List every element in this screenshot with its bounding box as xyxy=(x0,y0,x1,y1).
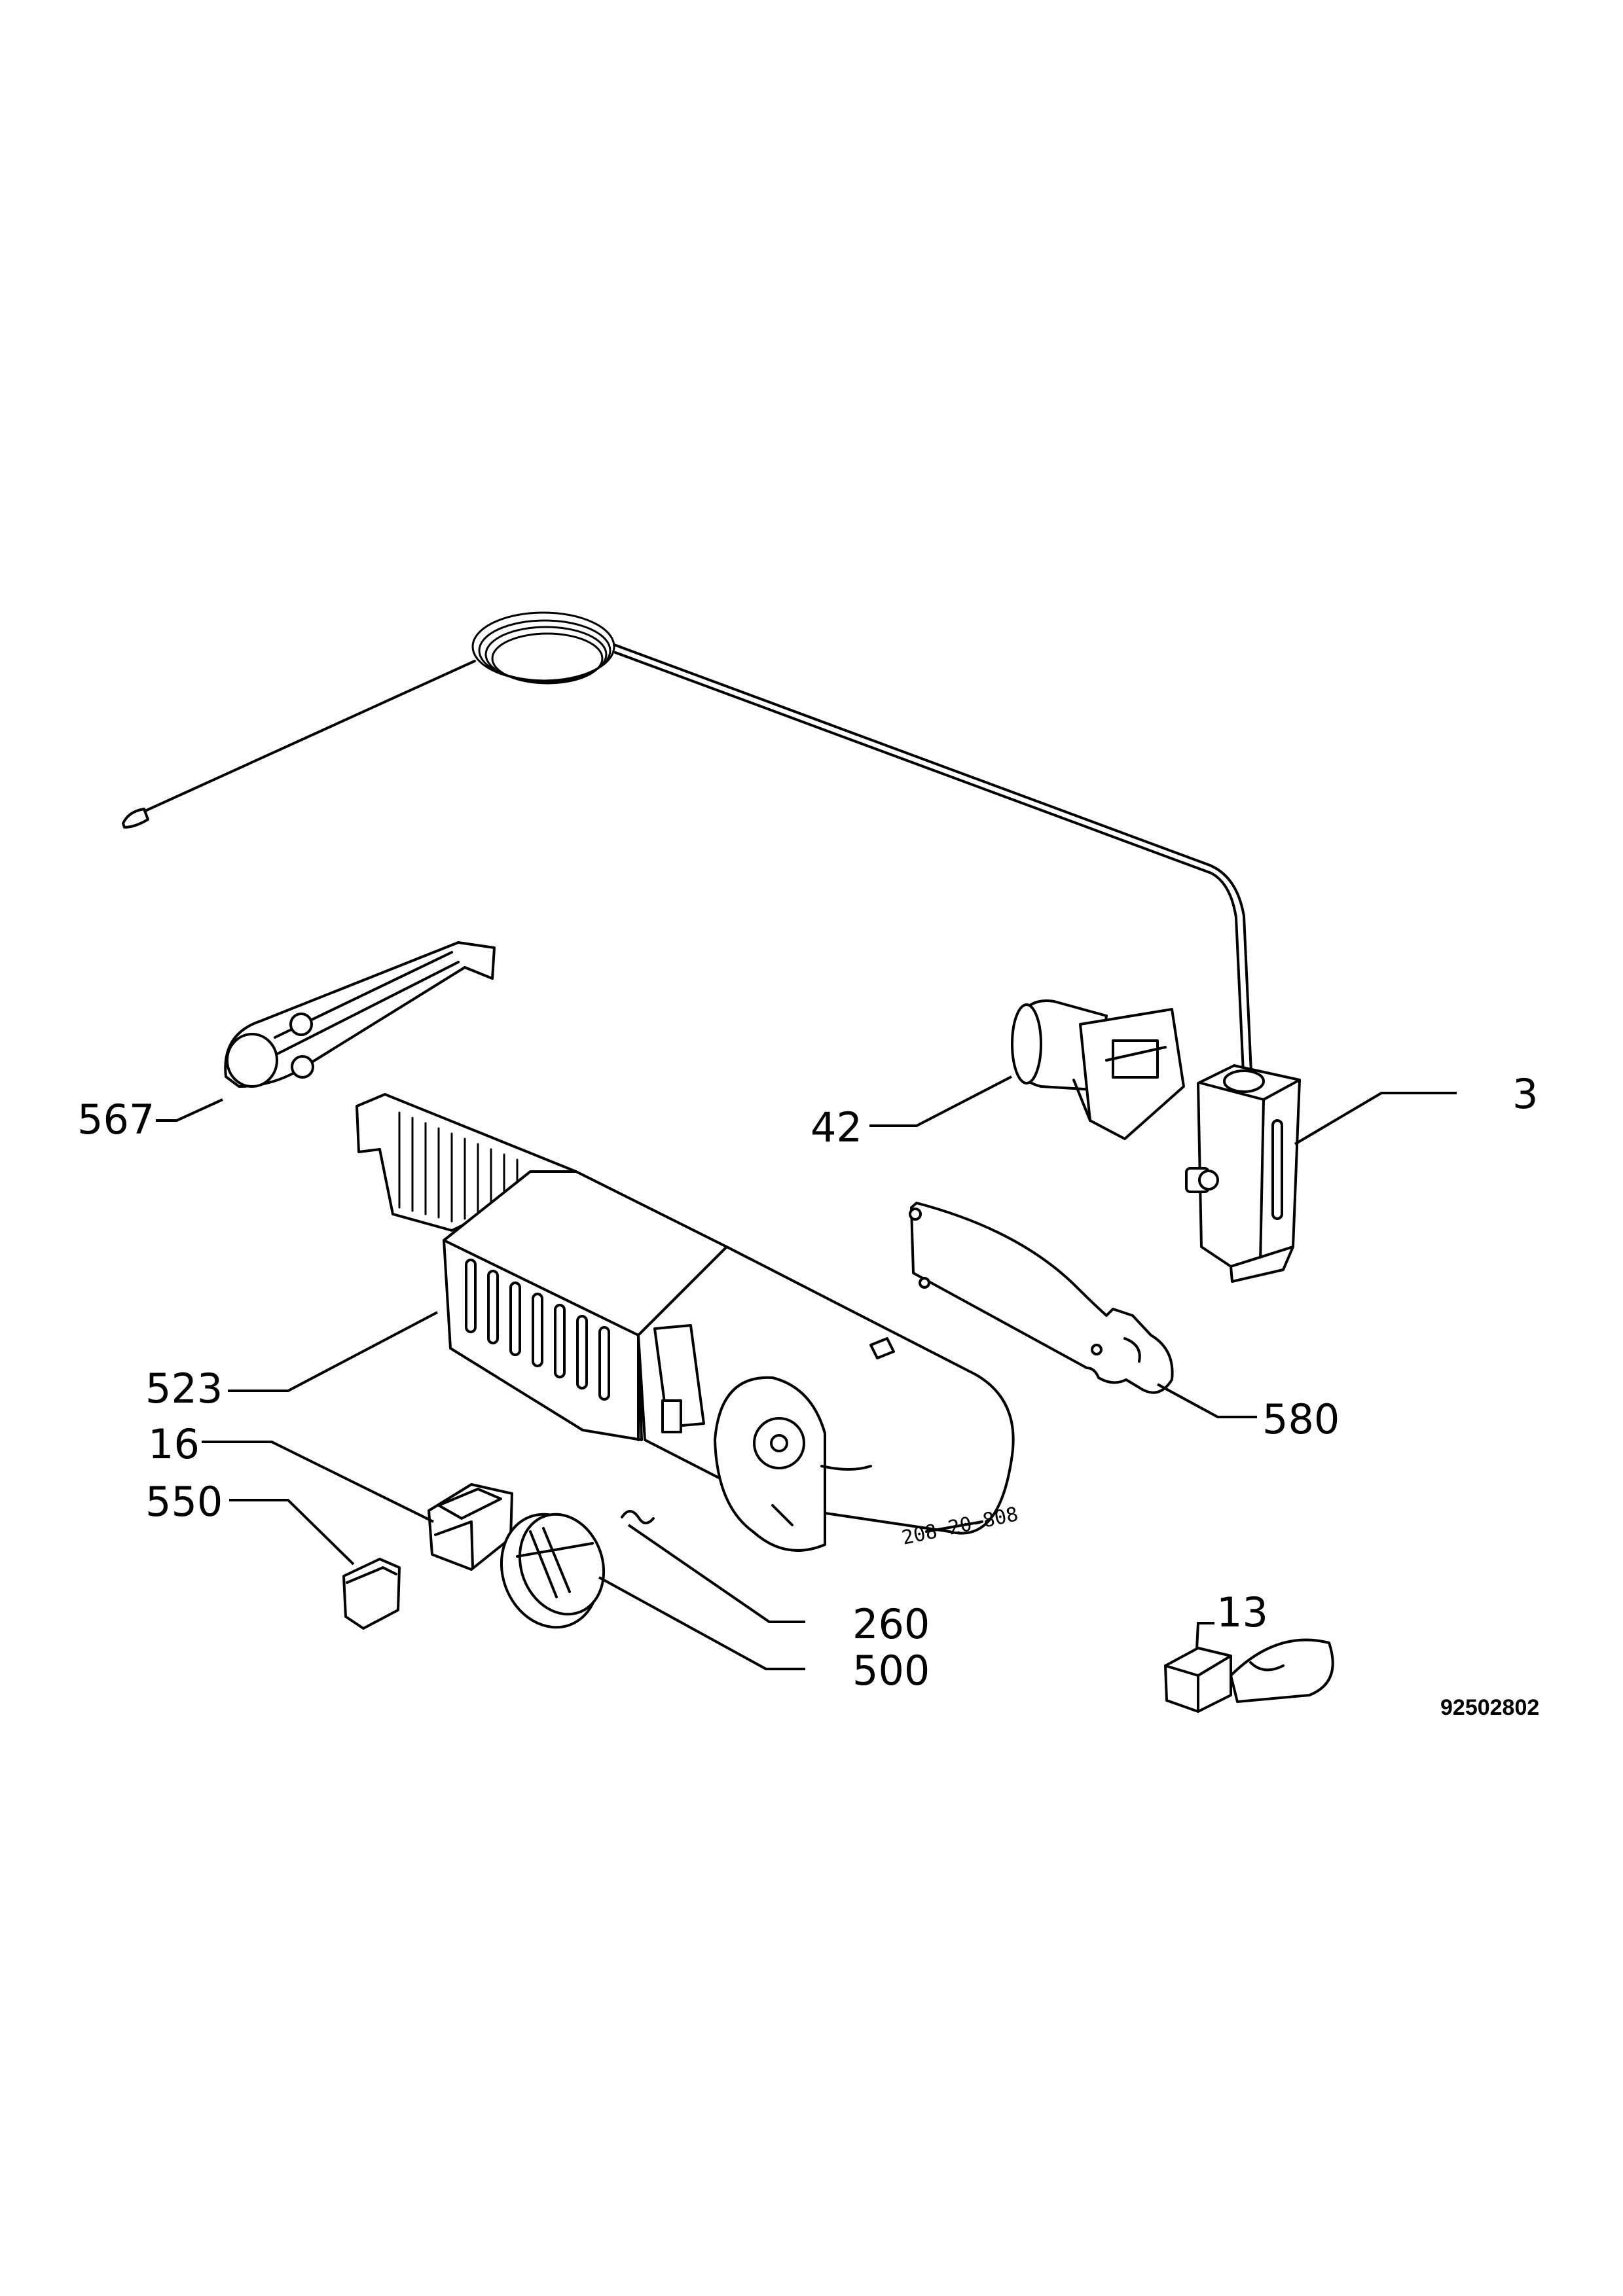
rear-ribs xyxy=(398,1111,519,1223)
callout-550: 550 xyxy=(145,1478,223,1526)
callout-16: 16 xyxy=(148,1420,200,1468)
callout-13: 13 xyxy=(1216,1588,1268,1636)
lamp-holder xyxy=(1011,999,1185,1140)
mounting-bracket xyxy=(1164,1638,1334,1713)
thermostat-housing: 208 20-808 xyxy=(356,1093,1020,1552)
indicator-lens xyxy=(342,1558,401,1630)
callout-labels: 567 42 3 523 580 16 550 260 500 13 xyxy=(77,1070,1538,1695)
callout-260: 260 xyxy=(852,1600,930,1648)
thermostat xyxy=(1185,1064,1301,1283)
document-number: 92502802 xyxy=(1440,1695,1539,1720)
clamp xyxy=(224,941,496,1088)
callout-523: 523 xyxy=(145,1365,223,1412)
rocker-switch xyxy=(428,1483,513,1571)
capillary-tube xyxy=(122,611,1253,1088)
cover-plate xyxy=(909,1202,1174,1394)
callout-500: 500 xyxy=(852,1647,930,1695)
control-knob xyxy=(500,1513,606,1629)
callout-3: 3 xyxy=(1512,1070,1538,1118)
leader-lines xyxy=(156,1075,1457,1670)
callout-580: 580 xyxy=(1262,1395,1340,1443)
callout-567: 567 xyxy=(77,1096,155,1143)
callout-42: 42 xyxy=(811,1103,862,1151)
spring-clip xyxy=(621,1510,655,1524)
front-ribs xyxy=(465,1259,610,1401)
